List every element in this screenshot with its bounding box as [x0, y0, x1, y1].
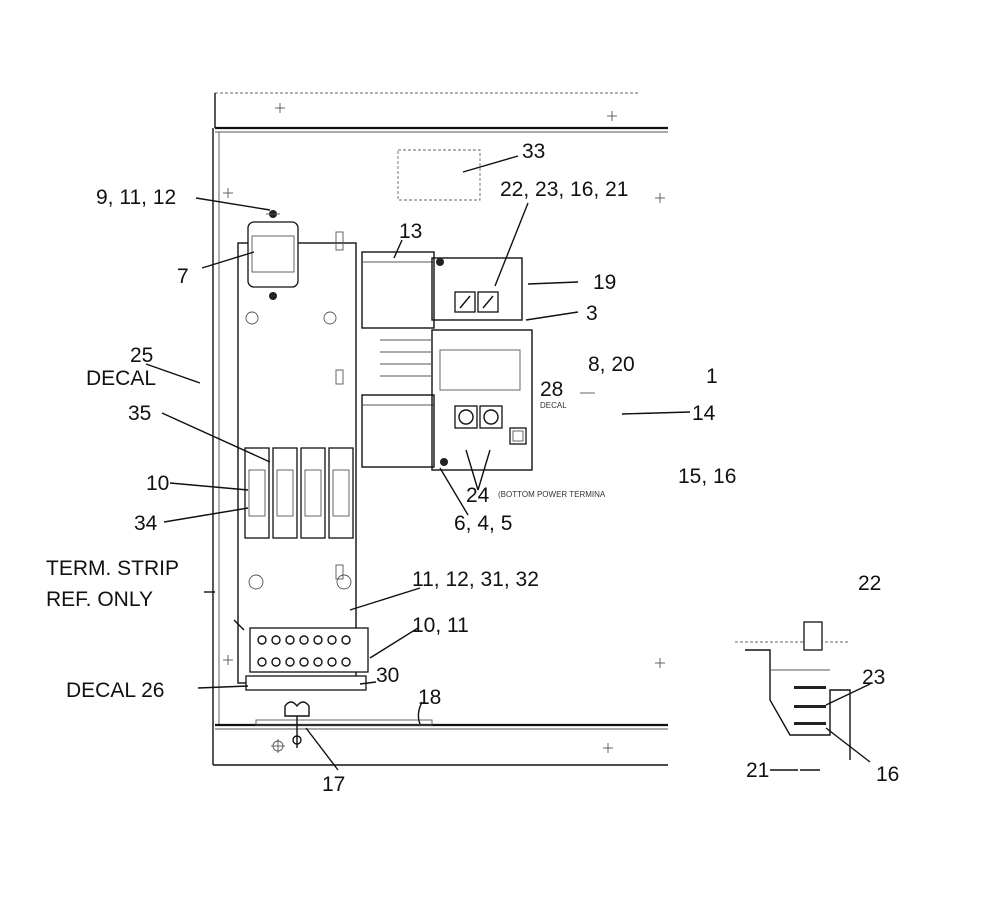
callout-decal-top: DECAL [86, 367, 156, 390]
callout-6-4-5: 6, 4, 5 [454, 512, 512, 535]
callout-28: 28 [540, 378, 563, 401]
callout-22-23-16-21: 22, 23, 16, 21 [500, 178, 628, 201]
callout-13: 13 [399, 220, 422, 243]
callout-21: 21 [746, 759, 769, 782]
callout-decal-26: DECAL 26 [66, 679, 164, 702]
callout-30: 30 [376, 664, 399, 687]
bottom-power-terminal-label: (BOTTOM POWER TERMINA [498, 490, 606, 499]
terminal-strip [245, 627, 369, 691]
callout-34: 34 [134, 512, 158, 535]
callout-18: 18 [418, 686, 441, 709]
callout-23: 23 [862, 666, 885, 689]
leader-lines [145, 155, 871, 771]
mounting-holes [223, 103, 665, 753]
callout-8-20: 8, 20 [588, 353, 635, 376]
callout-25: 25 [130, 344, 153, 367]
contactor-assembly [361, 251, 533, 471]
wing-nut [255, 701, 433, 748]
callout-15-16: 15, 16 [678, 465, 736, 488]
callout-14: 14 [692, 402, 716, 425]
callout-10: 10 [146, 472, 169, 495]
callout-10-11: 10, 11 [412, 614, 469, 637]
fuse-block [244, 447, 354, 539]
decal-small-label: DECAL [540, 401, 567, 410]
callout-7: 7 [177, 265, 189, 288]
callout-9-11-12: 9, 11, 12 [96, 186, 176, 209]
callout-1: 1 [706, 365, 718, 388]
callout-16: 16 [876, 763, 899, 786]
decal-33 [397, 149, 481, 201]
callout-22: 22 [858, 572, 881, 595]
callout-19: 19 [593, 271, 616, 294]
callout-24: 24 [466, 484, 490, 507]
callout-labels: 33 9, 11, 12 22, 23, 16, 21 13 7 19 3 25… [46, 140, 899, 796]
callout-11-12-31-32: 11, 12, 31, 32 [412, 568, 539, 591]
callout-ref-only: REF. ONLY [46, 588, 153, 611]
callout-33: 33 [522, 140, 545, 163]
callout-17: 17 [322, 773, 345, 796]
callout-35: 35 [128, 402, 151, 425]
side-detail [735, 621, 851, 771]
transformer [247, 210, 299, 300]
callout-3: 3 [586, 302, 598, 325]
callout-term-strip: TERM. STRIP [46, 557, 179, 580]
enclosure-panel [212, 92, 668, 766]
